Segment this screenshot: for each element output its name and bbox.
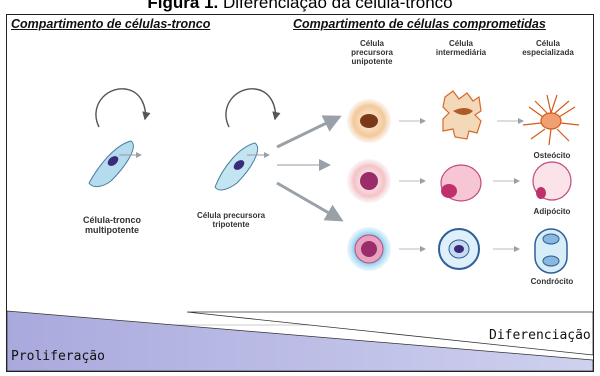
figure-title-text: Diferenciação da célula-tronco [218, 0, 453, 12]
intermediate-cell-osteo [442, 90, 482, 140]
header-committed-compartment: Compartimento de células comprometidas [293, 17, 546, 31]
column-label-precursor: Célula precursora unipotente [351, 39, 393, 66]
osteocyte-icon [522, 94, 580, 146]
precursor-cell-adipo [347, 159, 391, 203]
diagram-frame: Compartimento de células-tronco Comparti… [6, 14, 594, 372]
intermediate-cell-adipo [440, 164, 482, 202]
tripotent-renewal-arrow [225, 88, 281, 128]
label-chondrocyte: Condrócito [530, 277, 574, 286]
label-differentiation: Diferenciação [489, 328, 591, 343]
figure-title-prefix: Figura 1. [147, 0, 219, 12]
chondrocyte-icon [534, 228, 568, 274]
diagram-artwork [7, 88, 593, 371]
stem-cell-renewal-arrow [95, 88, 151, 128]
precursor-cell-osteo [347, 99, 391, 143]
tripotent-cell-icon [214, 142, 259, 191]
stem-cell-icon [88, 140, 134, 188]
column-label-specialized: Célula especializada [522, 39, 574, 57]
header-stem-compartment: Compartimento de células-tronco [11, 17, 211, 31]
figure-title: Figura 1. Diferenciação da célula-tronco [0, 0, 600, 13]
adipocyte-icon [532, 161, 572, 201]
column-label-intermediate: Célula intermediária [435, 39, 487, 57]
gradient-wedges [7, 310, 593, 371]
precursor-cell-chondro [347, 227, 391, 271]
label-tripotent-cell: Célula precursora tripotente [196, 211, 266, 229]
intermediate-cell-chondro [438, 228, 480, 270]
label-osteocyte: Osteócito [533, 151, 571, 160]
label-adipocyte: Adipócito [533, 207, 571, 216]
label-proliferation: Proliferação [11, 349, 105, 364]
label-stem-cell: Célula-tronco multipotente [82, 215, 141, 235]
